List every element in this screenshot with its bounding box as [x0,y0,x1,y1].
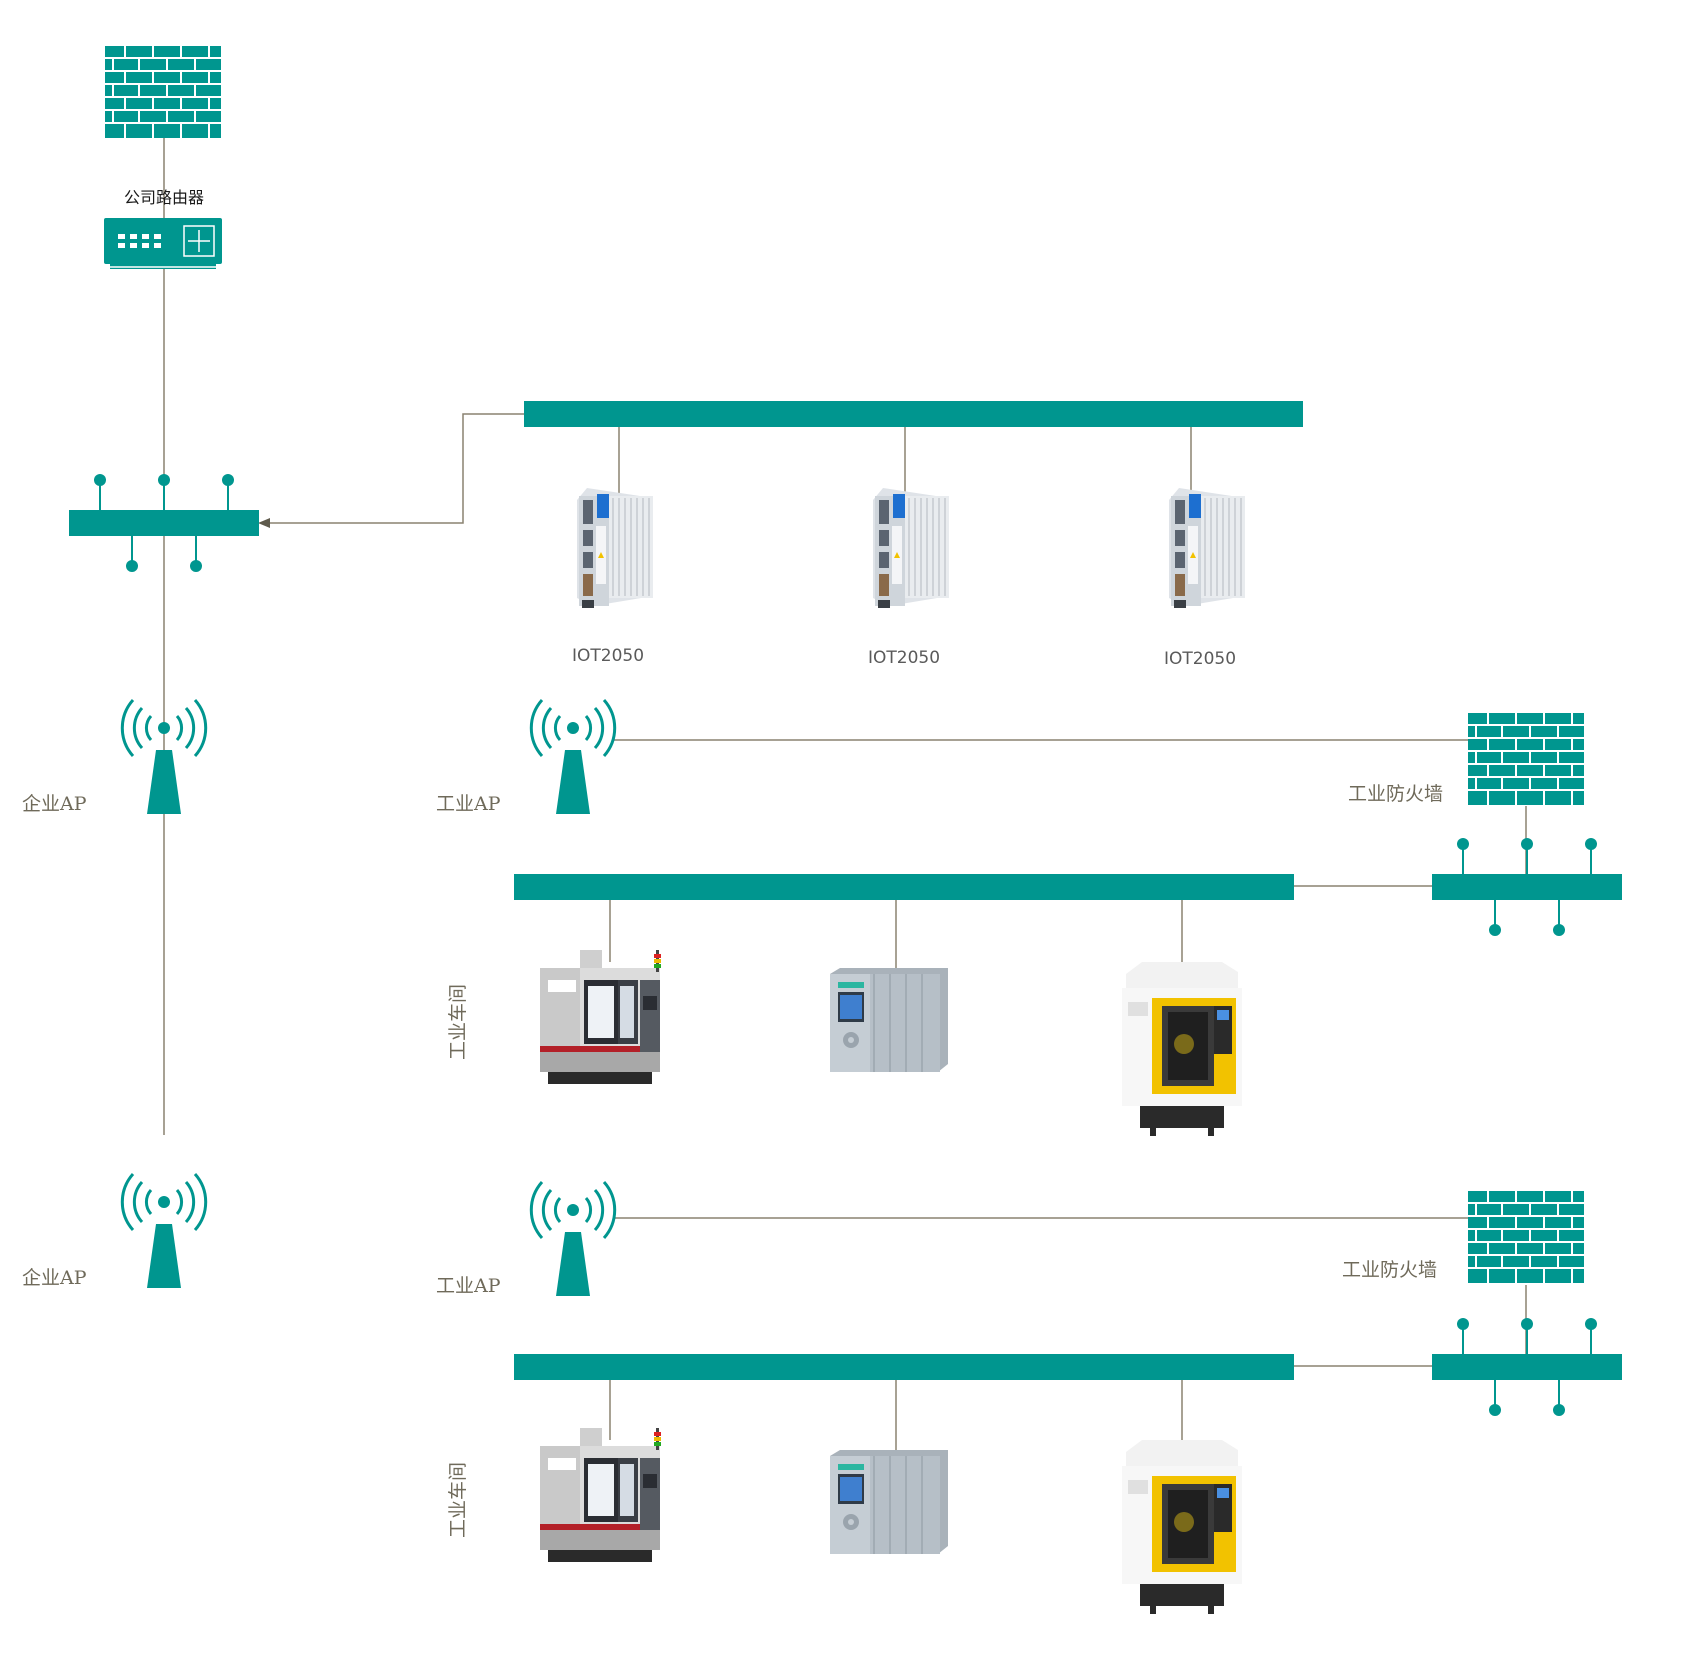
industrial-ap-icon [529,698,617,816]
workshop-bus [514,874,1294,900]
industrial-switch-icon [1431,1317,1623,1417]
industrial-firewall-icon [1467,1190,1585,1284]
iot2050-icon [872,487,950,609]
industrial-firewall-icon [1467,712,1585,806]
workshop-bus [514,1354,1294,1380]
cnc-machine-icon [540,950,661,1084]
company-firewall-icon [104,45,222,139]
enterprise-ap-label: 企业AP [22,793,87,815]
industrial-ap-label: 工业AP [436,1275,501,1297]
connection-lines [163,138,1527,1452]
company-router-label: 公司路由器 [124,188,204,207]
iot-label: IOT2050 [1164,649,1236,669]
iot-label: IOT2050 [572,646,644,666]
arrow-head [258,518,270,528]
iot-bus [524,401,1303,427]
industrial-ap-icon [529,1180,617,1298]
enterprise-ap-icon [120,1172,208,1290]
machining-center-icon [1122,962,1242,1136]
industrial-firewall-label: 工业防火墙 [1342,1259,1437,1281]
industrial-ap-label: 工业AP [436,793,501,815]
iot-label: IOT2050 [868,648,940,668]
iot2050-icon [1168,487,1246,609]
plc-icon [829,1449,949,1555]
cnc-machine-icon [540,1428,661,1562]
industrial-firewall-label: 工业防火墙 [1348,783,1443,805]
workshop-label: 工业车间 [447,1462,469,1538]
workshop-label: 工业车间 [447,984,469,1060]
industrial-switch-icon [1431,837,1623,937]
iot2050-icon [576,487,654,609]
enterprise-ap-label: 企业AP [22,1267,87,1289]
router-icon [104,218,222,269]
plc-icon [829,967,949,1073]
machining-center-icon [1122,1440,1242,1614]
